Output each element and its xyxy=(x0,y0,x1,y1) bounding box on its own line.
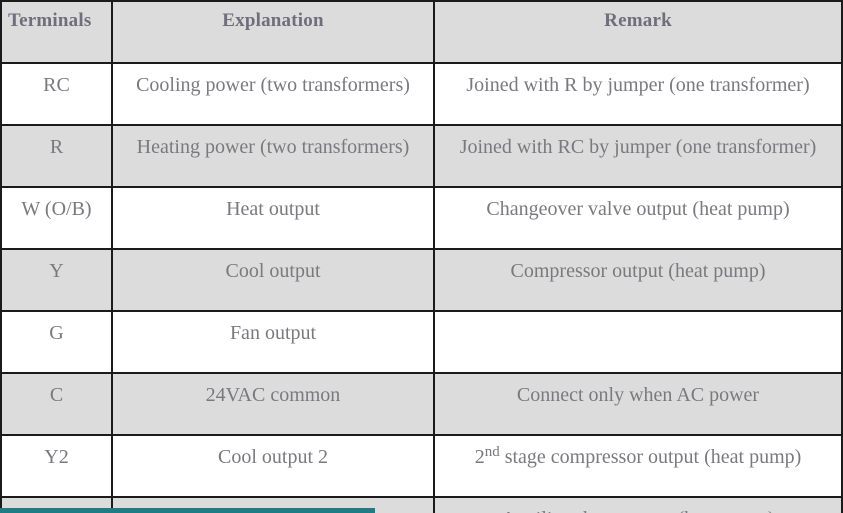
cell-explanation: Cooling power (two transformers) xyxy=(111,62,435,126)
column-header-terminals: Terminals xyxy=(0,0,113,64)
cell-terminals: RC xyxy=(0,62,113,126)
table-row: Y Cool output Compressor output (heat pu… xyxy=(0,248,843,312)
cell-explanation: 24VAC common xyxy=(111,372,435,436)
table-row: C 24VAC common Connect only when AC powe… xyxy=(0,372,843,436)
ordinal-number: 2nd xyxy=(474,444,500,468)
table-row: Y2 Cool output 2 2nd stage compressor ou… xyxy=(0,434,843,498)
cell-terminals: W (O/B) xyxy=(0,186,113,250)
table-row: G Fan output xyxy=(0,310,843,374)
cell-terminals: R xyxy=(0,124,113,188)
cell-remark: Changeover valve output (heat pump) xyxy=(433,186,843,250)
cell-terminals: G xyxy=(0,310,113,374)
cell-terminals: Y2 xyxy=(0,434,113,498)
cell-remark: Connect only when AC power xyxy=(433,372,843,436)
cell-explanation: Heat output xyxy=(111,186,435,250)
table-row: W2(AUX) Heat output 2 Auxiliary heat out… xyxy=(0,496,843,513)
remark-rest: stage compressor output (heat pump) xyxy=(499,446,802,468)
cell-explanation: Cool output 2 xyxy=(111,434,435,498)
table-row: W (O/B) Heat output Changeover valve out… xyxy=(0,186,843,250)
accent-underline xyxy=(0,508,375,513)
cell-remark xyxy=(433,310,843,374)
cell-remark: Joined with RC by jumper (one transforme… xyxy=(433,124,843,188)
cell-explanation: Fan output xyxy=(111,310,435,374)
ordinal-suffix: nd xyxy=(484,444,500,460)
column-header-explanation: Explanation xyxy=(111,0,435,64)
column-header-remark: Remark xyxy=(433,0,843,64)
table-row: RC Cooling power (two transformers) Join… xyxy=(0,62,843,126)
cell-terminals: Y xyxy=(0,248,113,312)
table-body: RC Cooling power (two transformers) Join… xyxy=(0,62,843,513)
ordinal-digit: 2 xyxy=(474,446,485,468)
cell-terminals: C xyxy=(0,372,113,436)
table-header: Terminals Explanation Remark xyxy=(0,0,843,64)
cell-remark: Compressor output (heat pump) xyxy=(433,248,843,312)
cell-explanation: Heating power (two transformers) xyxy=(111,124,435,188)
cell-remark: 2nd stage compressor output (heat pump) xyxy=(433,434,843,498)
cell-remark: Joined with R by jumper (one transformer… xyxy=(433,62,843,126)
cell-remark: Auxiliary heat output (heat pump) xyxy=(433,496,843,513)
table-row: R Heating power (two transformers) Joine… xyxy=(0,124,843,188)
cell-explanation: Cool output xyxy=(111,248,435,312)
table-header-row: Terminals Explanation Remark xyxy=(0,0,843,64)
